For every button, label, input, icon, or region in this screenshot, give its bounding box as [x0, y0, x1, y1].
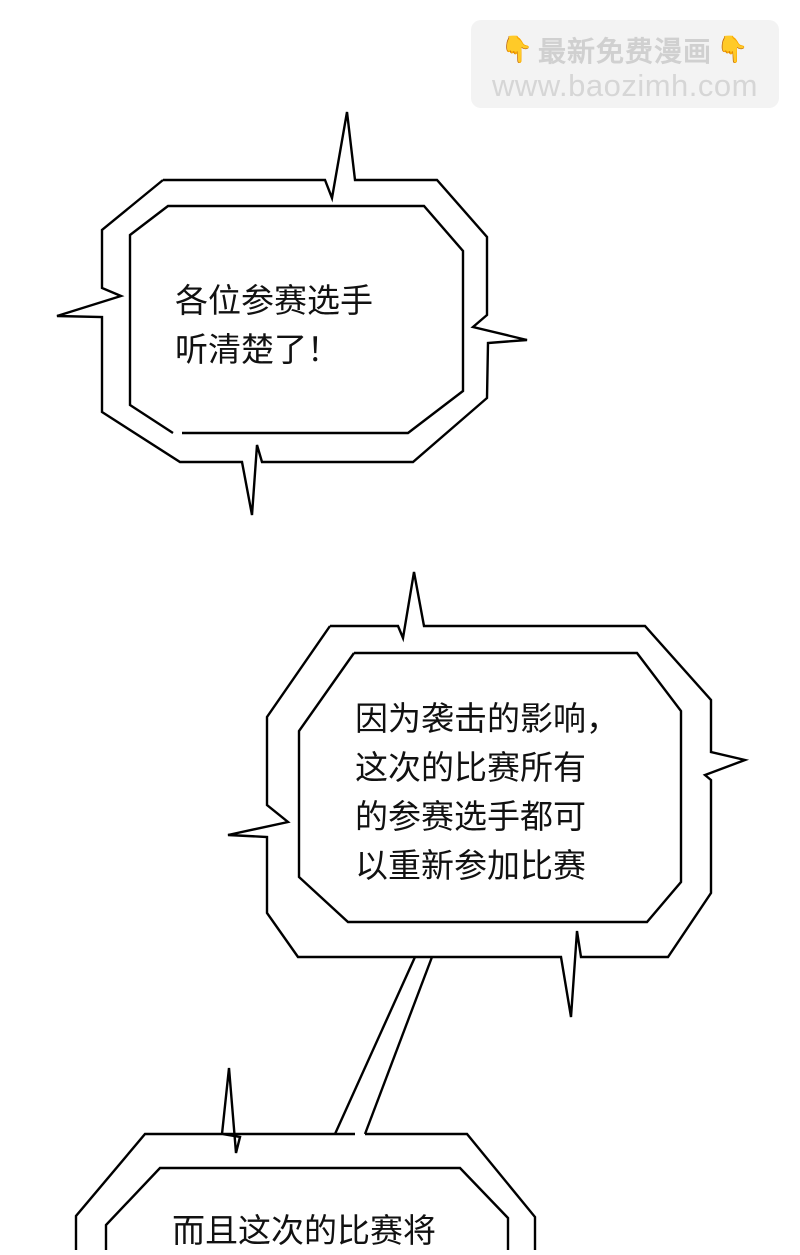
watermark-title: 最新免费漫画 — [537, 35, 712, 68]
watermark-title-row: 👇 最新免费漫画 👇 — [471, 30, 779, 70]
pointing-down-hand-icon: 👇 — [500, 35, 534, 65]
bubble-2-outer-outline — [227, 571, 750, 1018]
bubble-connector-left — [333, 956, 417, 1135]
bubble-1-inner-outline — [128, 204, 465, 435]
bubble-3-outer-outline-right — [365, 1132, 537, 1250]
watermark-banner: 👇 最新免费漫画 👇 www.baozimh.com — [471, 20, 779, 108]
bubble-3-inner-outline — [104, 1166, 510, 1250]
bubble-1-outer-outline — [56, 111, 528, 516]
bubble-3-outer-outline — [74, 1067, 355, 1250]
watermark-url: www.baozimh.com — [492, 68, 758, 103]
bubble-1-text: 各位参赛选手 听清楚了！ — [175, 281, 373, 369]
pointing-down-hand-icon: 👇 — [716, 35, 750, 65]
bubble-connector-right — [363, 956, 434, 1135]
bubble-3-text: 而且这次的比赛将 — [172, 1211, 436, 1250]
bubble-2-text: 因为袭击的影响， 这次的比赛所有 的参赛选手都可 以重新参加比赛 — [355, 699, 619, 885]
bubble-2-inner-outline — [297, 651, 683, 924]
